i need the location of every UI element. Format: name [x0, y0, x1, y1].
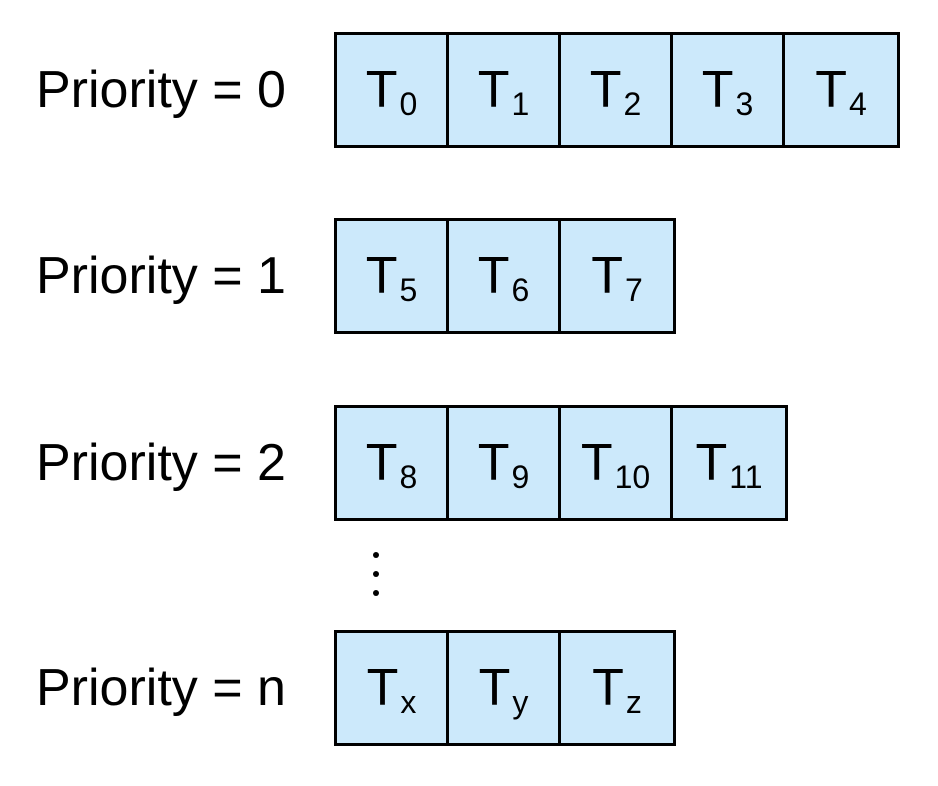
- task-base: T: [477, 434, 510, 492]
- task-subscript: 1: [511, 86, 530, 122]
- task-subscript: 8: [399, 459, 418, 495]
- task-subscript: 5: [399, 272, 418, 308]
- task-subscript: 10: [614, 459, 651, 495]
- task-subscript: 7: [624, 272, 643, 308]
- ellipsis-dot: [373, 571, 379, 577]
- priority-label-n: Priority = n: [36, 659, 286, 717]
- task-subscript: x: [400, 684, 417, 720]
- task-subscript: 2: [623, 86, 642, 122]
- task-base: T: [589, 61, 622, 119]
- ellipsis-dot: [373, 552, 379, 558]
- task-base: T: [477, 61, 510, 119]
- task-base: T: [580, 434, 613, 492]
- task-subscript: y: [512, 684, 529, 720]
- task-base: T: [365, 61, 398, 119]
- task-base: T: [592, 659, 624, 717]
- priority-label-0: Priority = 0: [36, 61, 286, 119]
- priority-label-2: Priority = 2: [36, 434, 286, 492]
- task-base: T: [815, 61, 847, 119]
- ellipsis-dot: [373, 590, 379, 596]
- task-base: T: [695, 434, 728, 492]
- task-subscript: 11: [729, 459, 763, 495]
- task-base: T: [701, 61, 734, 119]
- task-subscript: z: [625, 684, 642, 720]
- task-base: T: [365, 247, 398, 305]
- task-base: T: [478, 659, 511, 717]
- task-base: T: [591, 247, 623, 305]
- task-base: T: [365, 434, 398, 492]
- vertical-ellipsis-icon: [362, 552, 390, 596]
- task-subscript: 0: [399, 86, 418, 122]
- task-subscript: 9: [511, 459, 530, 495]
- task-subscript: 4: [848, 86, 867, 122]
- task-base: T: [477, 247, 510, 305]
- task-subscript: 3: [735, 86, 754, 122]
- priority-label-1: Priority = 1: [36, 247, 286, 305]
- task-subscript: 6: [511, 272, 530, 308]
- task-base: T: [366, 659, 399, 717]
